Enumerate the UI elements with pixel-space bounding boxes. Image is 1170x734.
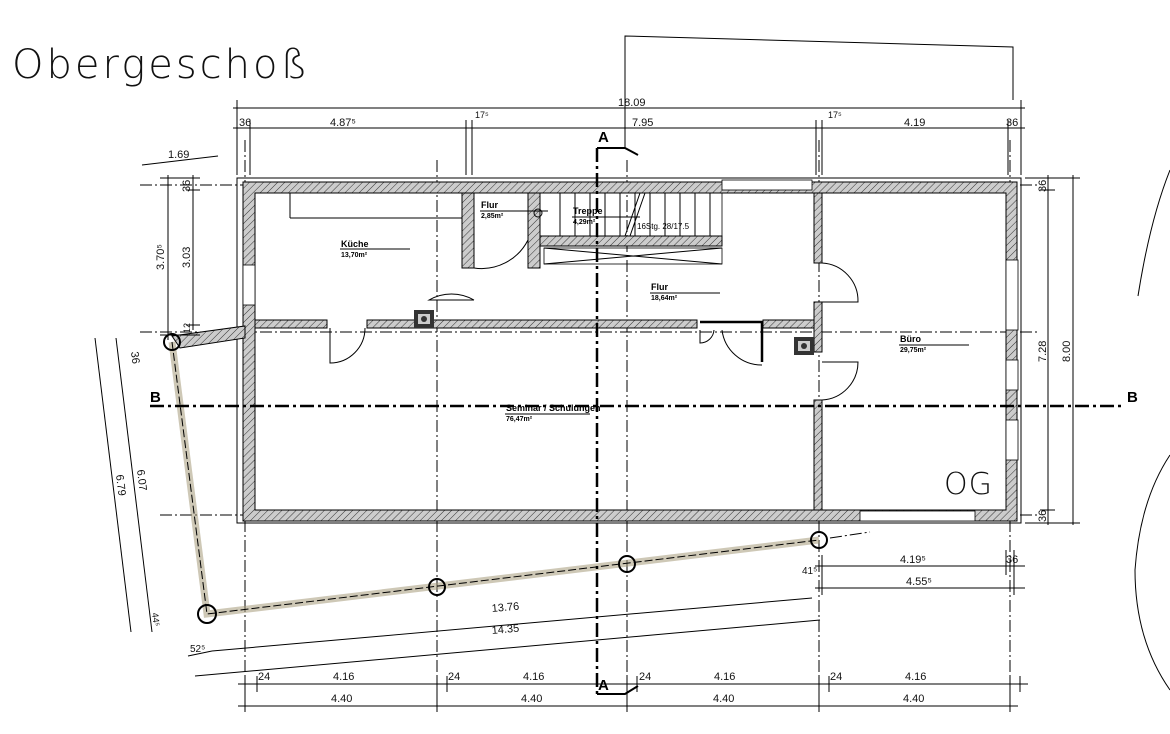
dim-top: 17⁵ xyxy=(828,110,842,120)
dim-right: 8.00 xyxy=(1061,341,1073,362)
exterior-walls xyxy=(236,177,1022,524)
room-name-kueche: Küche xyxy=(341,239,369,249)
dim-top-total: 18.09 xyxy=(618,97,646,109)
dim-right: 7.28 xyxy=(1037,341,1049,362)
dim-diag: 6.79 xyxy=(113,474,128,497)
dim-right: 36 xyxy=(1037,180,1049,192)
dim-left: 36 xyxy=(181,180,193,192)
section-b-left-label: B xyxy=(150,389,161,406)
dim-top: 36 xyxy=(1006,117,1018,129)
section-a-top-label: A xyxy=(598,129,609,146)
room-labels: Küche 13,70m² Flur 2,85m² Treppe 4,29m² … xyxy=(340,200,993,502)
dim-left: 1.69 xyxy=(168,149,189,161)
dim-diag: 14.35 xyxy=(491,623,519,637)
room-name-seminar: Seminar / Schulungen xyxy=(506,403,601,413)
dim-top: 7.95 xyxy=(632,117,653,129)
dimension-lines: 18.09 36 4.87⁵ 17⁵ 7.95 17⁵ 4.19 36 1.69… xyxy=(94,97,1080,712)
room-name-treppe: Treppe xyxy=(573,206,603,216)
chimney-icons xyxy=(414,310,814,355)
dim-left: 3.03 xyxy=(181,247,193,268)
floor-tag: OG xyxy=(944,467,993,502)
doors xyxy=(329,239,859,401)
room-area-treppe: 4,29m² xyxy=(573,219,596,226)
dim-diag: 36 xyxy=(128,351,141,365)
stair-note: 16Stg. 28/17.5 xyxy=(637,222,690,231)
dim-diag: 6.07 xyxy=(134,469,149,492)
dim-bottom: 4.16 xyxy=(905,671,926,683)
room-name-flur: Flur xyxy=(651,282,668,292)
staircase xyxy=(533,192,723,237)
dim-right: 36 xyxy=(1037,510,1049,522)
dim-diag: 13.76 xyxy=(491,601,519,615)
room-area-flur-small: 2,85m² xyxy=(481,213,504,220)
plan-title: Obergeschoß xyxy=(12,42,311,88)
room-area-flur: 18,64m² xyxy=(651,295,678,302)
dim-left: 3.70⁵ xyxy=(155,244,167,270)
dim-bottom: 24 xyxy=(830,671,842,683)
room-area-seminar: 76,47m² xyxy=(506,416,533,423)
room-area-kueche: 13,70m² xyxy=(341,252,368,259)
dim-left: 12 xyxy=(182,323,192,333)
dim-top: 17⁵ xyxy=(475,110,489,120)
room-name-flur-small: Flur xyxy=(481,200,498,210)
dim-bottom: 4.40 xyxy=(521,693,542,705)
dim-bottom-right: 4.55⁵ xyxy=(906,576,932,588)
dim-bottom: 24 xyxy=(258,671,270,683)
section-a-bottom-label: A xyxy=(598,677,609,694)
dim-top: 4.19 xyxy=(904,117,925,129)
dim-top: 36 xyxy=(239,117,251,129)
dim-bottom-right: 36 xyxy=(1006,554,1018,566)
dim-bottom: 24 xyxy=(639,671,651,683)
section-b-right-label: B xyxy=(1127,389,1138,406)
dim-bottom: 4.40 xyxy=(903,693,924,705)
balcony-railing xyxy=(163,325,871,624)
dim-top: 4.87⁵ xyxy=(330,117,356,129)
room-name-buero: Büro xyxy=(900,334,921,344)
dim-bottom-right: 4.19⁵ xyxy=(900,554,926,566)
room-area-buero: 29,75m² xyxy=(900,347,927,354)
dim-bottom: 4.16 xyxy=(714,671,735,683)
site-edge xyxy=(1134,169,1170,691)
dim-bottom: 24 xyxy=(448,671,460,683)
dim-bottom: 4.40 xyxy=(331,693,352,705)
dim-bottom: 4.16 xyxy=(523,671,544,683)
section-lines: A A B B xyxy=(150,129,1138,695)
dim-bottom-right: 41⁵ xyxy=(802,566,817,577)
dim-bottom: 4.16 xyxy=(333,671,354,683)
dim-diag: 44⁵ xyxy=(150,612,162,627)
dim-diag: 52⁵ xyxy=(190,644,205,655)
dim-bottom: 4.40 xyxy=(713,693,734,705)
neighbour-outline xyxy=(624,35,1014,148)
